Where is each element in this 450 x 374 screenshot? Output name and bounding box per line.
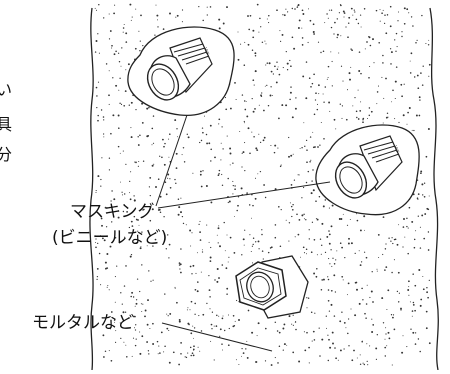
svg-text:VVF: VVF bbox=[393, 145, 401, 155]
masking-patch-upper: VVF bbox=[127, 26, 235, 116]
masking-sublabel: (ビニールなど) bbox=[52, 228, 168, 248]
wall-edge-right bbox=[429, 7, 439, 371]
pipe-fitting-upper: VVF bbox=[146, 37, 213, 101]
hex-fitting bbox=[235, 255, 309, 319]
wall-edge-left bbox=[89, 7, 94, 371]
masking-label: マスキング bbox=[70, 202, 155, 222]
pipe-fitting-lower: VVF bbox=[334, 135, 403, 199]
svg-text:VVF: VVF bbox=[203, 47, 211, 57]
cut-text-2: 具 bbox=[0, 115, 13, 134]
mortar-label: モルタルなど bbox=[32, 313, 134, 333]
masking-patch-lower: VVF bbox=[315, 124, 420, 216]
leader-lines bbox=[155, 114, 331, 352]
cut-text-1: い bbox=[0, 80, 13, 99]
cut-text-3: 分 bbox=[0, 145, 13, 164]
